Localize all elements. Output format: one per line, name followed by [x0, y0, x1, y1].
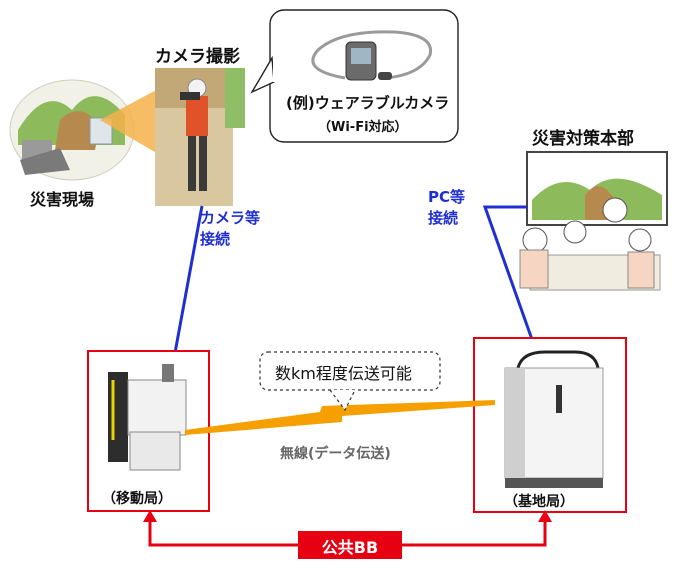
- base-station-label: （基地局）: [504, 494, 574, 510]
- range-callout-text: 数km程度伝送可能: [275, 364, 412, 383]
- mobile-station-equipment: [108, 364, 187, 471]
- wearable-camera-illustration: [311, 30, 433, 81]
- site-label: 災害現場: [30, 190, 95, 209]
- disaster-site-illustration: [9, 79, 135, 181]
- hq-title: 災害対策本部: [532, 129, 634, 149]
- wireless-label: 無線(データ伝送): [280, 446, 391, 462]
- public-bb-badge: [298, 531, 402, 559]
- range-callout-box: [259, 351, 441, 391]
- camera-operator-photo: [155, 68, 245, 206]
- arrowhead-left: [143, 510, 157, 522]
- camera-connect-label-1: カメラ等: [200, 209, 261, 227]
- pc-connect-label-1: PC等: [428, 188, 466, 206]
- hq-meeting-illustration: [519, 151, 668, 291]
- pc-connect-label-2: 接続: [428, 209, 459, 227]
- camera-view-cone: [100, 88, 160, 155]
- public-bb-label: 公共BB: [321, 538, 379, 557]
- camera-title: カメラ撮影: [155, 47, 240, 67]
- pc-connection-line: [482, 205, 542, 363]
- wearable-camera-label: (例)ウェアラブルカメラ: [286, 94, 450, 112]
- wifi-label: （Wi-Fi対応）: [318, 120, 408, 135]
- camera-connect-label-2: 接続: [200, 230, 231, 248]
- arrowhead-right: [538, 510, 552, 522]
- mobile-station-label: （移動局）: [102, 491, 172, 507]
- wireless-bolt: [185, 400, 495, 435]
- base-station-equipment: [504, 350, 604, 488]
